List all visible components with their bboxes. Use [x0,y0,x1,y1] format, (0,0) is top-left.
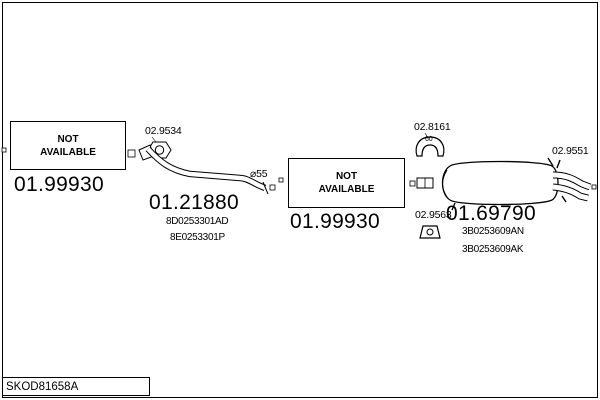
not-available-box-left: NOT AVAILABLE [10,121,126,170]
pipe-diameter-label: ⌀55 [250,168,268,180]
not-available-line1: NOT [335,171,358,182]
front-pipe-ref-1: 8D0253301AD [166,216,229,227]
gasket-part-number: 02.9534 [145,125,182,137]
not-available-line1: NOT [57,133,79,145]
part-number-middle-na: 01.99930 [290,210,380,233]
gasket-icon [147,136,172,159]
rear-silencer-ref-1: 3B0253609AN [462,226,524,237]
front-pipe-ref-2: 8E0253301P [170,232,225,243]
part-number-front-pipe: 01.21880 [149,191,239,214]
model-code: SKOD81658A [2,377,150,396]
rear-silencer-icon [409,157,592,211]
right-edge-marker [591,184,597,190]
rear-silencer-ref-2: 3B0253609AK [462,244,524,255]
not-available-line2: AVAILABLE [318,184,375,195]
hanger-top-part-number: 02.8161 [414,121,451,133]
hanger-bottom-icon [419,225,441,239]
left-edge-marker [1,147,7,153]
hanger-rear-part-number: 02.9551 [552,145,589,157]
not-available-line2: AVAILABLE [40,146,96,158]
part-number-left-na: 01.99930 [14,173,104,196]
not-available-box-middle: NOT AVAILABLE [288,158,405,208]
front-pipe-icon [127,144,276,195]
part-number-rear-silencer: 01.69790 [446,202,536,225]
middle-edge-marker [278,177,284,183]
hanger-top-icon [415,132,445,157]
hanger-top-size-label: 60 [425,136,433,143]
hanger-bottom-part-number: 02.9563 [415,209,452,221]
